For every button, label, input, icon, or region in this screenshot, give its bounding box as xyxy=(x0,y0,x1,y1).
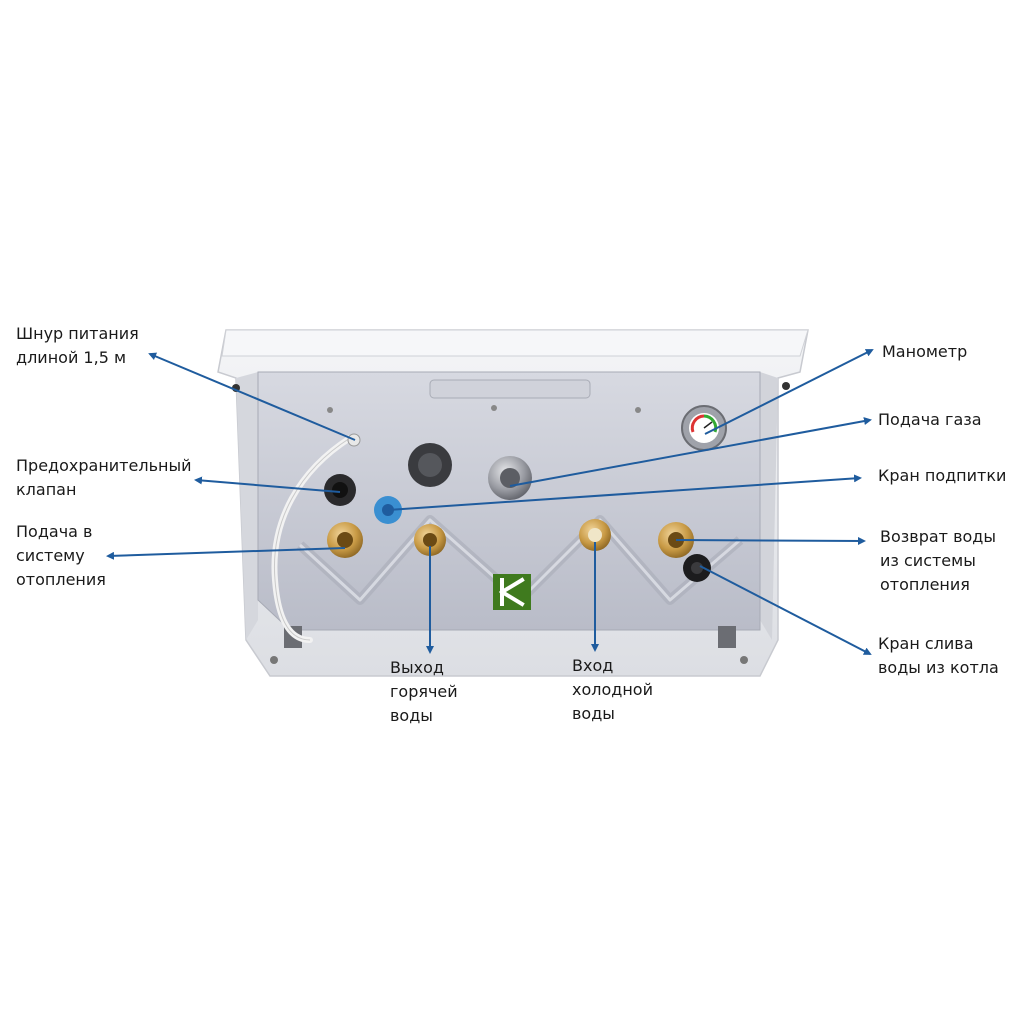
gas-supply-fitting xyxy=(488,456,532,500)
label-fill-valve: Кран подпитки xyxy=(878,466,1007,485)
pressure-gauge-icon xyxy=(681,405,727,451)
arrow-fill-valve xyxy=(387,474,862,511)
arrow-drain-valve xyxy=(699,565,872,655)
label-gas-supply: Подача газа xyxy=(878,410,982,429)
label-pressure-gauge: Манометр xyxy=(882,342,968,361)
arrow-heating-supply xyxy=(106,547,346,560)
boiler-housing xyxy=(217,329,809,677)
arrow-pressure-gauge xyxy=(704,349,874,435)
leader-arrows xyxy=(106,349,874,655)
arrow-gas-supply xyxy=(509,417,872,487)
drain-valve-cap xyxy=(683,554,711,582)
arrow-heating-return xyxy=(675,536,866,545)
safety-valve-fitting xyxy=(324,474,356,506)
arrow-safety-valve xyxy=(194,476,341,493)
arrow-power-cord xyxy=(148,352,356,441)
cold-water-fitting xyxy=(579,519,611,551)
heating-supply-fitting xyxy=(327,522,363,558)
k-logo-icon xyxy=(493,574,531,610)
hot-water-fitting xyxy=(414,524,446,556)
gas-pipe-cap xyxy=(408,443,452,487)
